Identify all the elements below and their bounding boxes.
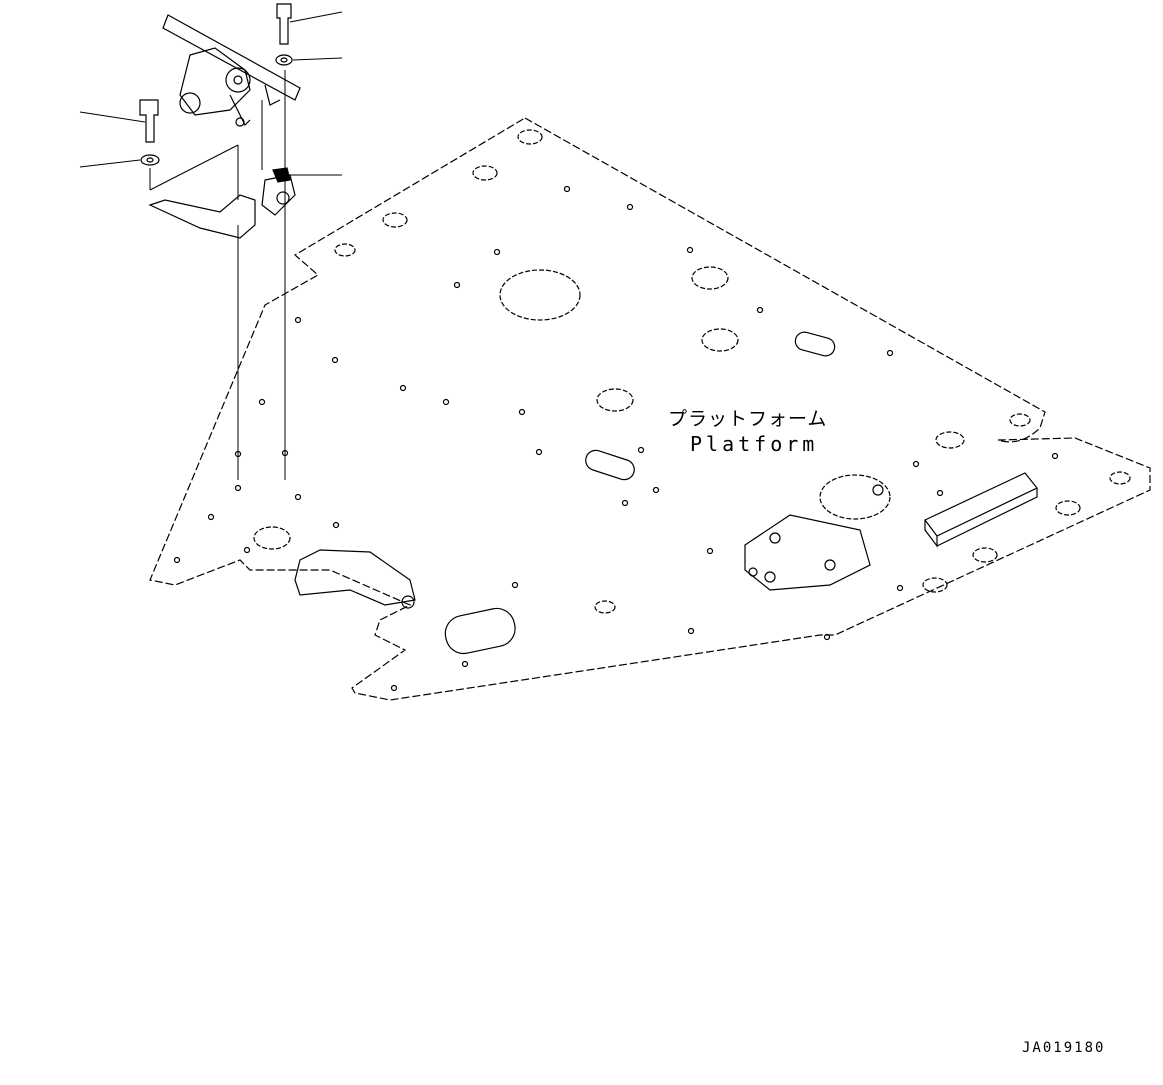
platform-label-japanese: プラットフォーム	[668, 408, 828, 430]
platform-outline	[149, 117, 1151, 701]
washer-icon	[140, 154, 160, 166]
washer-icon	[275, 54, 293, 66]
leader-lines	[79, 11, 343, 176]
drawing-code: JA019180	[1022, 1040, 1106, 1056]
bolt-icon	[139, 99, 159, 143]
assembly-lines	[149, 70, 286, 480]
pedal-assembly	[139, 3, 301, 239]
platform-holes	[253, 129, 1131, 614]
platform-label-english: Platform	[690, 432, 819, 456]
bolt-icon	[276, 3, 292, 45]
small-holes	[173, 185, 1059, 692]
